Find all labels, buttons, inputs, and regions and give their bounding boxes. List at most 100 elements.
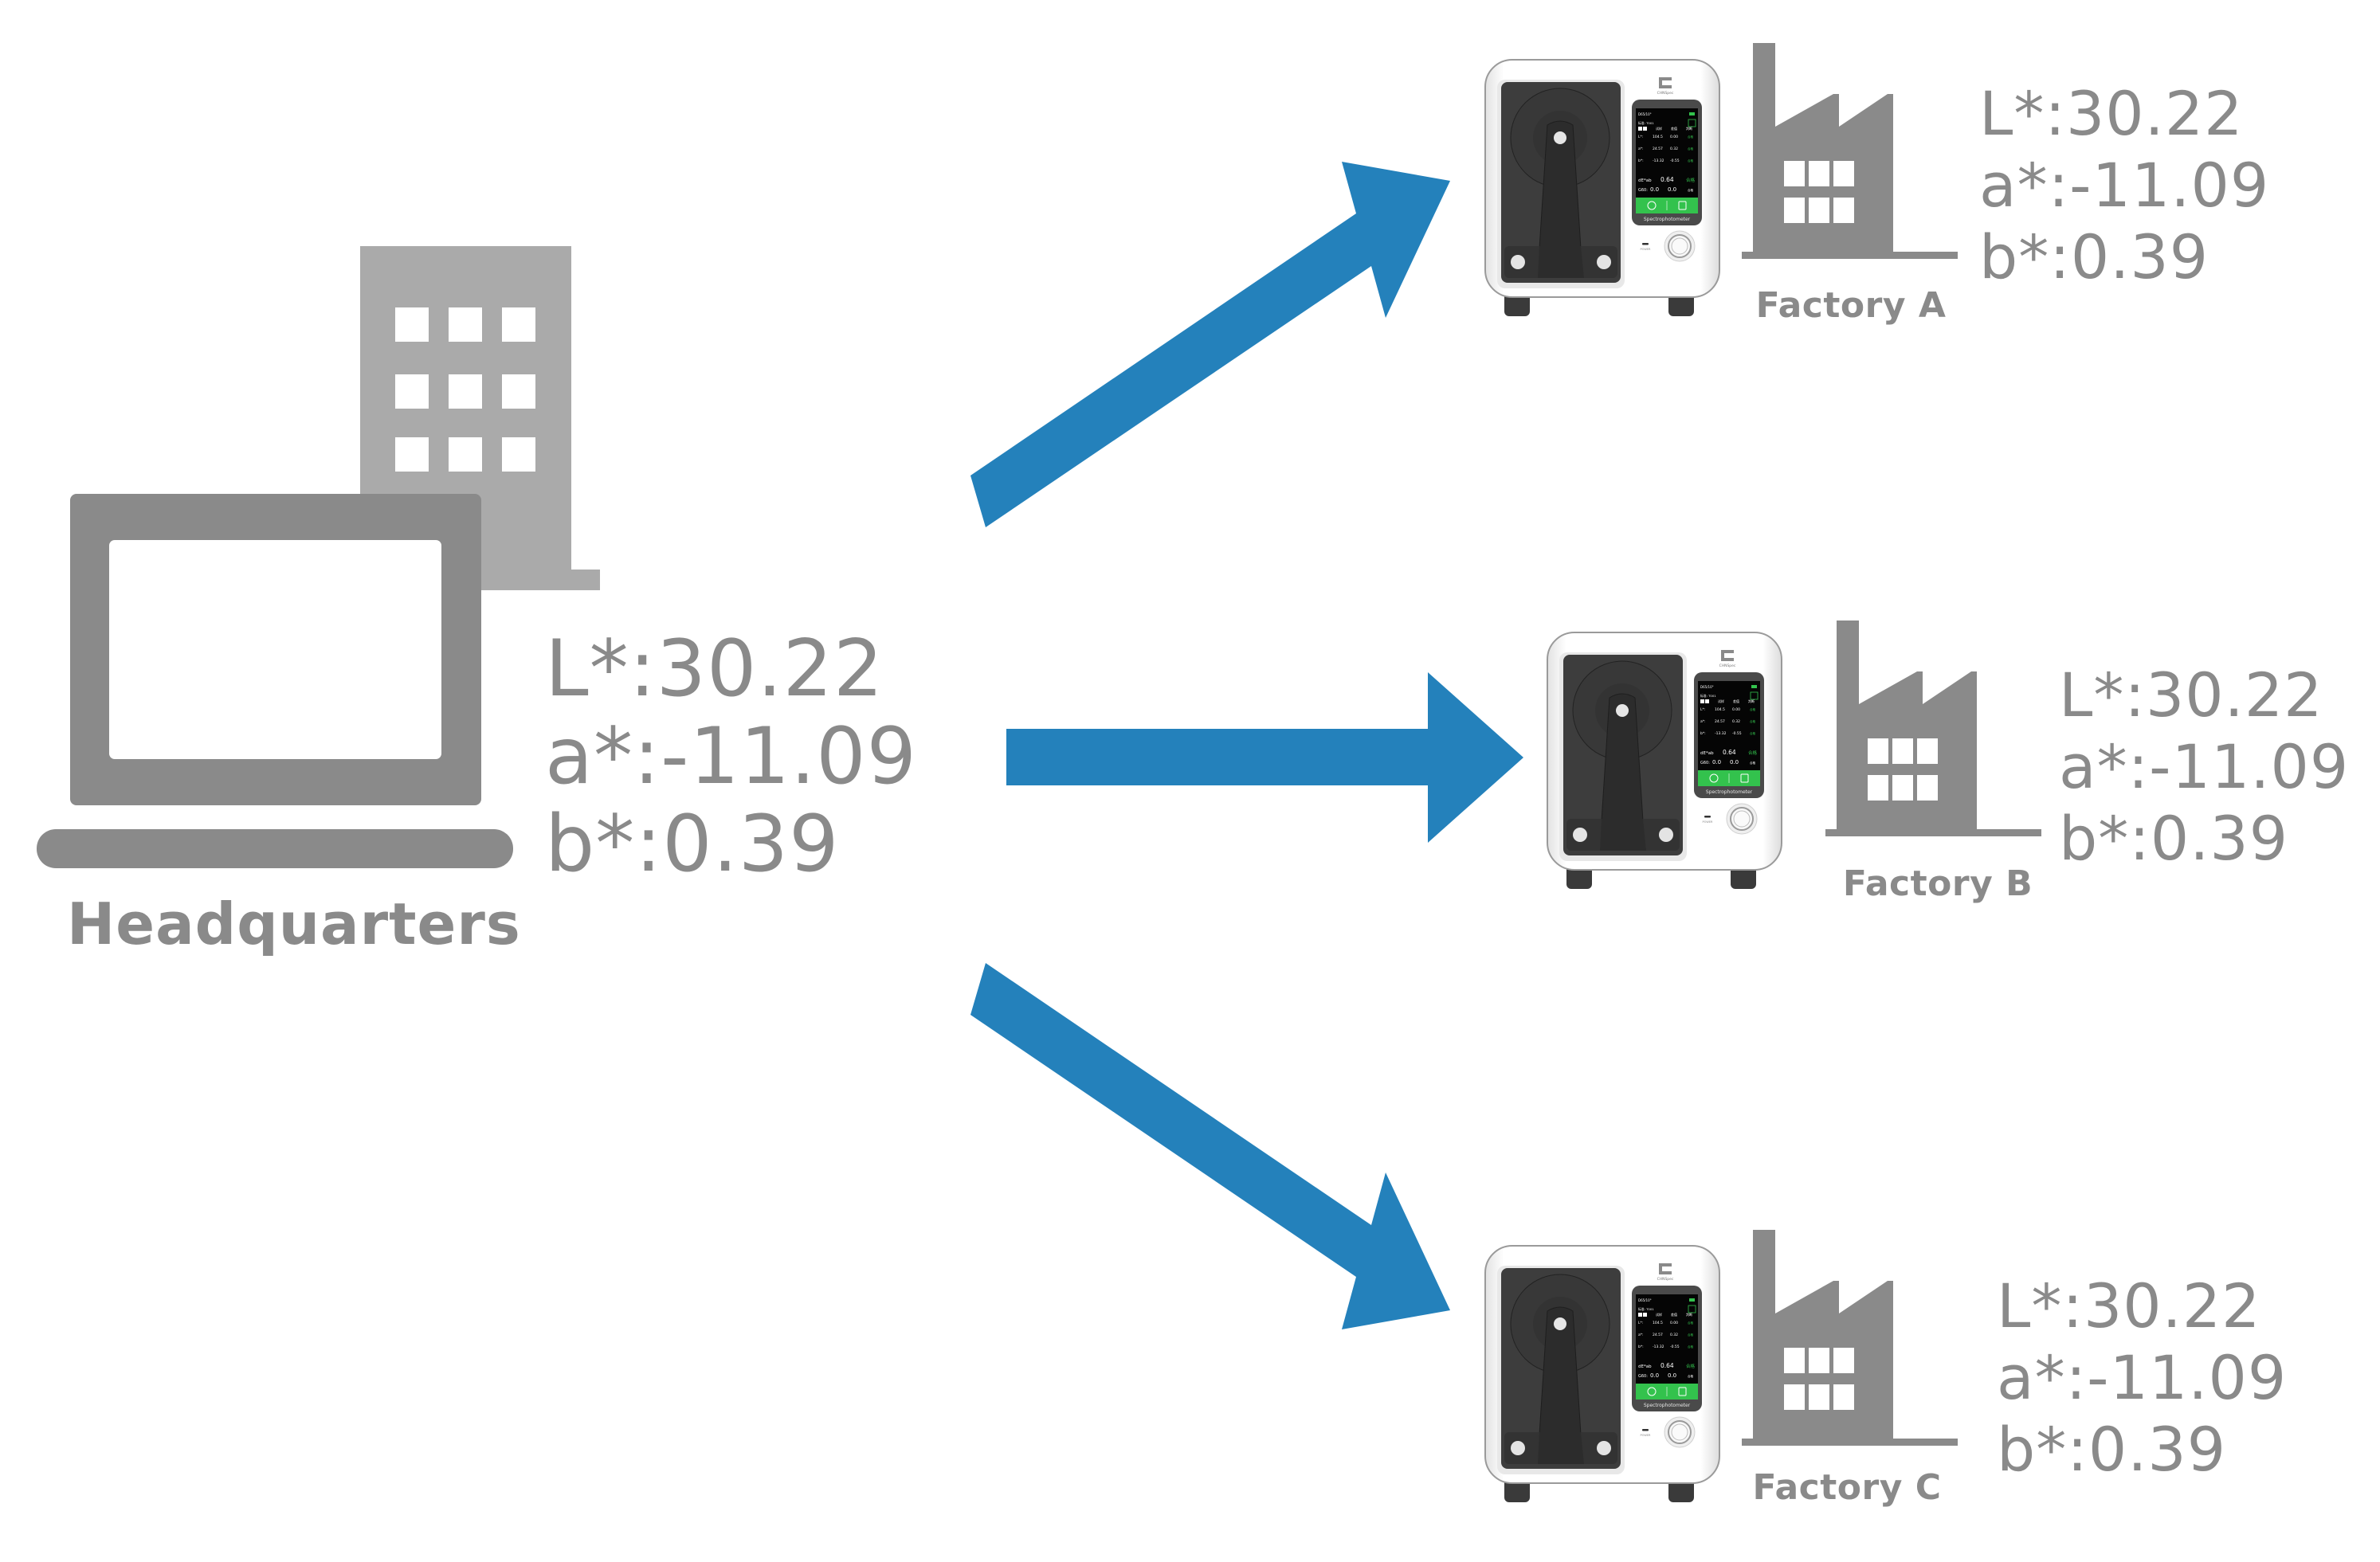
factory-c-l-value: L*:30.22 [1997,1270,2261,1341]
screen-column-header: 试样 [1718,699,1724,703]
product-label: Spectrophotometer [1644,1403,1691,1408]
spectrophotometer-factory-c: CHNSpec D65/10° 标准: T001 试样 差值 判断 L*:104… [1484,1244,1723,1504]
factory-b-b-value: b*:0.39 [2059,803,2289,874]
screen-row-diff: 0.32 [1670,1333,1678,1337]
screen-row-diff: 0.00 [1670,1321,1678,1325]
brand-name: CHNSpec [1657,1277,1674,1282]
screen-row-label: L*: [1700,707,1705,712]
factory-a-b-value: b*:0.39 [1979,221,2209,292]
power-indicator [1642,243,1649,245]
screen-row-label: b*: [1700,731,1706,736]
brand-logo-icon: CHNSpec [1657,77,1674,96]
screen-gloss-diff: 0.0 [1668,186,1676,193]
screen-column-header: 差值 [1671,1312,1677,1317]
screen-row-judge: 合格 [1688,159,1694,162]
screen-de-label: dE*ab [1638,1364,1652,1369]
screen-illuminant: D65/10° [1638,112,1652,116]
screen-row-judge: 合格 [1688,1333,1694,1337]
save-icon [1678,201,1687,210]
factory-c-a-value: a*:-11.09 [1997,1342,2288,1413]
screen-row-label: a*: [1638,1333,1644,1337]
laptop-icon [37,494,513,868]
spectrophotometer-icon: CHNSpec D65/10° 标准: T001 试样 差值 判断 L*: 104… [1547,632,1782,889]
screen-de-value: 0.64 [1723,749,1736,756]
screen-row-judge: 合格 [1688,1321,1694,1325]
screen-de-value: 0.64 [1661,176,1674,183]
screen-row-judge: 合格 [1750,731,1756,735]
device-screen [1636,1294,1698,1384]
hq-b-value: b*:0.39 [545,799,840,890]
screen-standard: 标准: T001 [1638,1307,1654,1311]
factory-icon-a [1742,43,1958,259]
factory-c-label: Factory C [1752,1467,1942,1508]
screen-row-diff: -0.55 [1670,159,1680,163]
spectrophotometer-factory-a: CHNSpec D65/10° 标准: T001 试样 差值 判断 L*: 104… [1484,58,1723,318]
screen-gloss-judge: 合格 [1688,188,1694,192]
screen-row-sample: 24.57 [1653,147,1663,151]
arrow-to-factory-a [970,162,1450,527]
screen-de-judge: 合格 [1686,1363,1696,1369]
screen-row-judge: 合格 [1750,719,1756,723]
factory-a-label: Factory A [1755,285,1947,326]
screen-de-label: dE*ab [1638,178,1652,183]
screen-row-sample: 104.5 [1653,1321,1663,1325]
screen-row-sample: -13.32 [1653,159,1664,163]
screen-illuminant: D65/10° [1700,685,1714,689]
product-label: Spectrophotometer [1644,217,1691,222]
arrow-to-factory-b [1006,672,1523,843]
screen-column-header: 判断 [1748,699,1755,703]
factory-b-label: Factory B [1842,863,2033,904]
factory-b-l-value: L*:30.22 [2059,660,2323,730]
screen-gloss-diff: 0.0 [1730,759,1739,765]
hq-label: Headquarters [67,891,521,957]
device-screen [1636,108,1698,198]
spectrophotometer-icon: CHNSpec D65/10° 标准: T001 试样 差值 判断 L*: 104… [1484,59,1720,316]
screen-row-diff: 0.32 [1732,719,1740,724]
screen-row-label: a*: [1700,719,1706,724]
spectrophotometer-factory-b: CHNSpec D65/10° 标准: T001 试样 差值 判断 L*: 104… [1546,631,1785,891]
measure-knob-icon [1664,230,1696,262]
screen-de-label: dE*ab [1700,751,1714,756]
save-icon [1740,773,1749,783]
screen-row-sample: -13.32 [1715,731,1727,736]
screen-row-label: L*: [1638,1321,1643,1325]
screen-column-header: 判断 [1686,126,1692,131]
screen-row-sample: 104.5 [1715,707,1725,712]
power-indicator [1642,1429,1649,1431]
brand-name: CHNSpec [1657,91,1674,96]
screen-gloss-sample: 0.0 [1650,186,1659,193]
screen-gloss-diff: 0.0 [1668,1372,1676,1379]
screen-row-diff: -0.55 [1670,1345,1680,1349]
factory-icon-b [1825,620,2041,836]
screen-column-header: 差值 [1671,126,1677,131]
save-icon [1678,1387,1687,1396]
screen-gloss-judge: 合格 [1750,761,1756,765]
screen-row-judge: 合格 [1688,135,1694,139]
screen-gloss-sample: 0.0 [1712,759,1721,765]
arrow-to-factory-c [970,963,1450,1329]
screen-row-sample: -13.32 [1653,1345,1664,1349]
brand-logo-icon: CHNSpec [1719,650,1736,668]
device-screen [1698,681,1760,770]
screen-column-header: 判断 [1686,1312,1692,1317]
screen-column-header: 试样 [1656,126,1662,131]
factory-c-b-value: b*:0.39 [1997,1414,2227,1485]
screen-illuminant: D65/10° [1638,1298,1652,1302]
screen-row-sample: 104.5 [1653,135,1663,139]
screen-standard: 标准: T001 [1700,694,1716,698]
screen-gloss-label: G60: [1638,1374,1648,1379]
screen-column-header: 差值 [1733,699,1739,703]
factory-b-a-value: a*:-11.09 [2059,731,2350,802]
spectrophotometer-icon: CHNSpec D65/10° 标准: T001 试样 差值 判断 L*:104… [1484,1245,1720,1502]
power-indicator [1704,816,1711,818]
factory-a-a-value: a*:-11.09 [1979,150,2270,221]
screen-row-sample: 24.57 [1715,719,1725,724]
screen-row-judge: 合格 [1688,147,1694,151]
screen-row-label: b*: [1638,159,1644,163]
factory-a-l-value: L*:30.22 [1979,78,2244,149]
screen-gloss-label: G60: [1700,761,1710,765]
screen-standard: 标准: T001 [1638,121,1654,125]
screen-row-label: L*: [1638,135,1643,139]
product-label: Spectrophotometer [1706,789,1753,795]
screen-de-judge: 合格 [1748,750,1758,756]
